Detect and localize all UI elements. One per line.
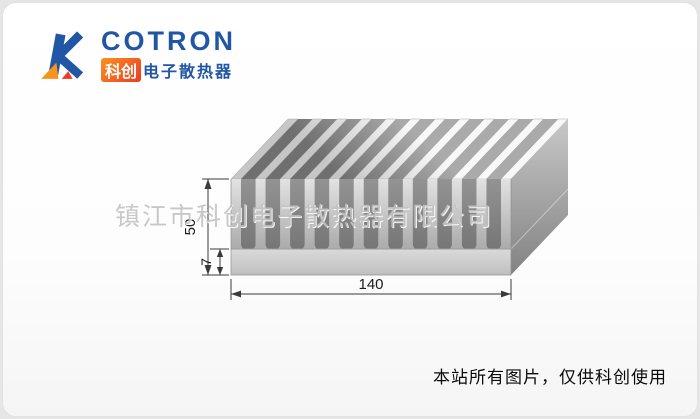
heatsink-drawing: 50 7 140	[182, 118, 569, 300]
brand-subtitle: 科创 电子散热器	[101, 58, 236, 83]
dimension-arrowheads	[204, 179, 511, 298]
heatsink-3d-body	[230, 118, 569, 276]
logo: COTRON 科创 电子散热器	[39, 26, 236, 83]
footer-notice: 本站所有图片，仅供科创使用	[433, 368, 667, 387]
brand-name: COTRON	[101, 26, 236, 56]
dim-base-label: 7	[198, 258, 214, 266]
brand-subtitle-highlight: 科创	[101, 58, 142, 83]
logo-k-icon	[41, 31, 84, 79]
brand-subtitle-rest: 电子散热器	[143, 64, 234, 82]
dim-height-label: 50	[182, 219, 199, 236]
dimension-labels: 50 7 140	[182, 219, 384, 293]
dim-width-label: 140	[358, 276, 383, 293]
